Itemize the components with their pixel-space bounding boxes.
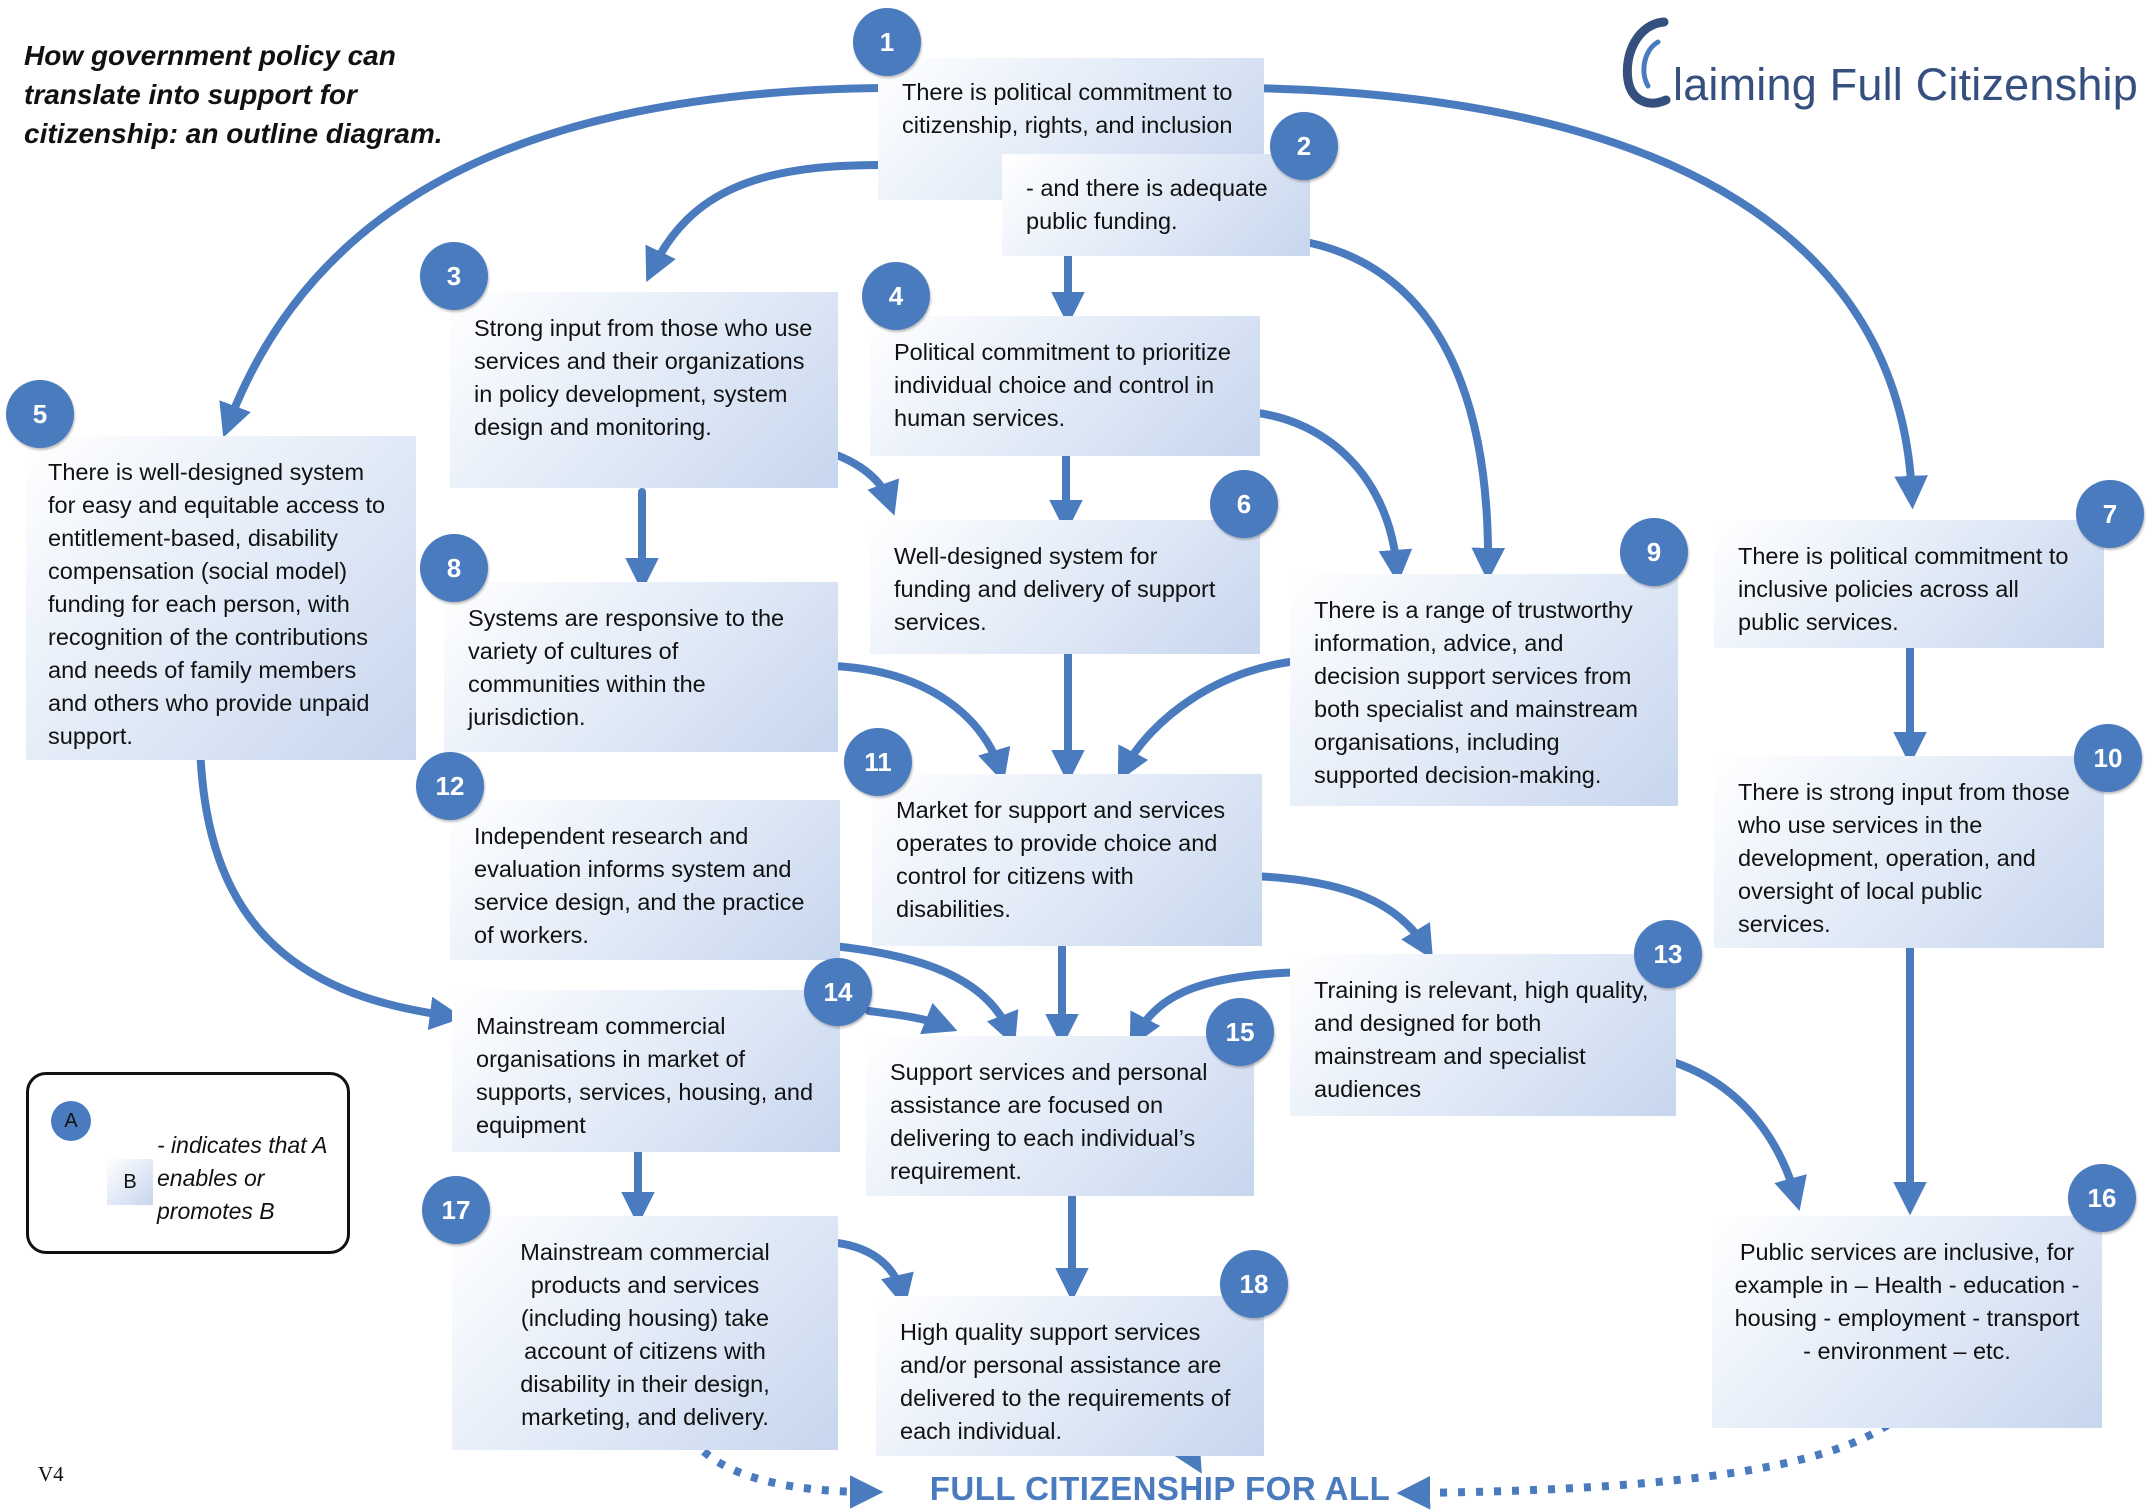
version-label: V4 (38, 1462, 64, 1486)
logo-c-icon (1622, 17, 1671, 108)
badge-8: 8 (420, 534, 488, 602)
box-6-text: Well-designed system for funding and del… (894, 543, 1216, 635)
arrow-1-to-5 (219, 84, 884, 438)
diagram-title: How government policy can translate into… (24, 40, 443, 149)
badge-15: 15 (1206, 998, 1274, 1066)
badge-4: 4 (862, 262, 930, 330)
legend-node-a: A (51, 1101, 91, 1141)
box-14-text: Mainstream commercial organisations in m… (476, 1013, 814, 1138)
arrow-11-to-13 (1249, 872, 1433, 960)
badge-5: 5 (6, 380, 74, 448)
badge-6: 6 (1210, 470, 1278, 538)
box-12-text: Independent research and evaluation info… (474, 823, 805, 948)
box-5: There is well-designed system for easy a… (26, 436, 416, 760)
box-10: There is strong input from those who use… (1714, 756, 2104, 948)
legend: A B - indicates that A enables or promot… (26, 1072, 350, 1254)
box-4: Political commitment to prioritize indiv… (870, 316, 1260, 456)
box-11: Market for support and services operates… (872, 774, 1262, 946)
badge-1: 1 (853, 8, 921, 76)
arrow-1-to-3 (645, 161, 884, 283)
box-8: Systems are responsive to the variety of… (444, 582, 838, 752)
arrow-13-to-16 (1659, 1055, 1807, 1211)
arrow-1-to-7 (1244, 84, 1928, 510)
box-18-text: High quality support services and/or per… (900, 1319, 1231, 1444)
dotted-arrow-17-to-footer (688, 1435, 884, 1509)
box-8-text: Systems are responsive to the variety of… (468, 605, 785, 730)
badge-3: 3 (420, 242, 488, 310)
box-9: There is a range of trustworthy informat… (1290, 574, 1678, 806)
box-12: Independent research and evaluation info… (450, 800, 840, 960)
badge-17: 17 (422, 1176, 490, 1244)
box-7-text: There is political commitment to inclusi… (1738, 543, 2069, 635)
badge-11: 11 (844, 728, 912, 796)
badge-10: 10 (2074, 724, 2142, 792)
box-3-text: Strong input from those who use services… (474, 315, 813, 440)
box-15-text: Support services and personal assistance… (890, 1059, 1208, 1184)
legend-node-b: B (107, 1159, 153, 1205)
box-5-text: There is well-designed system for easy a… (48, 459, 386, 749)
box-14: Mainstream commercial organisations in m… (452, 990, 840, 1152)
box-16-text: Public services are inclusive, for examp… (1734, 1239, 2080, 1364)
footer-full-citizenship: FULL CITIZENSHIP FOR ALL (929, 1470, 1391, 1507)
box-15: Support services and personal assistance… (866, 1036, 1254, 1196)
box-11-text: Market for support and services operates… (896, 797, 1226, 922)
box-7: There is political commitment to inclusi… (1714, 520, 2104, 648)
badge-18: 18 (1220, 1250, 1288, 1318)
box-2: - and there is adequate public funding. (1002, 154, 1310, 256)
box-13-text: Training is relevant, high quality, and … (1314, 977, 1649, 1102)
box-16: Public services are inclusive, for examp… (1712, 1216, 2102, 1428)
arrow-14-to-15 (865, 1002, 958, 1035)
arrow-13-to-15 (1129, 968, 1307, 1048)
arrow-8-to-11 (828, 662, 1011, 783)
badge-9: 9 (1620, 518, 1688, 586)
box-3: Strong input from those who use services… (450, 292, 838, 488)
box-2-text: - and there is adequate public funding. (1026, 175, 1268, 234)
box-4-text: Political commitment to prioritize indiv… (894, 339, 1231, 431)
box-10-text: There is strong input from those who use… (1738, 779, 2070, 937)
logo-text: laiming Full Citizenship (1673, 59, 2138, 110)
logo: laiming Full Citizenship (1618, 10, 2148, 120)
box-9-text: There is a range of trustworthy informat… (1314, 597, 1638, 788)
box-6: Well-designed system for funding and del… (870, 520, 1260, 654)
arrow-5-to-14 (196, 740, 464, 1031)
arrow-4-to-9 (1246, 408, 1413, 584)
box-17-text: Mainstream commercial products and servi… (520, 1239, 770, 1430)
legend-text: - indicates that A enables or promotes B (157, 1132, 327, 1224)
arrow-17-to-18 (824, 1238, 914, 1309)
box-1-text: There is political commitment to citizen… (902, 79, 1233, 138)
box-13: Training is relevant, high quality, and … (1290, 954, 1676, 1116)
badge-12: 12 (416, 752, 484, 820)
badge-16: 16 (2068, 1164, 2136, 1232)
box-17: Mainstream commercial products and servi… (452, 1216, 838, 1450)
box-18: High quality support services and/or per… (876, 1296, 1264, 1456)
badge-13: 13 (1634, 920, 1702, 988)
arrow-9-to-11 (1117, 656, 1314, 782)
badge-2: 2 (1270, 112, 1338, 180)
arrow-2-to-9 (1302, 238, 1506, 582)
badge-7: 7 (2076, 480, 2144, 548)
badge-14: 14 (804, 958, 872, 1026)
